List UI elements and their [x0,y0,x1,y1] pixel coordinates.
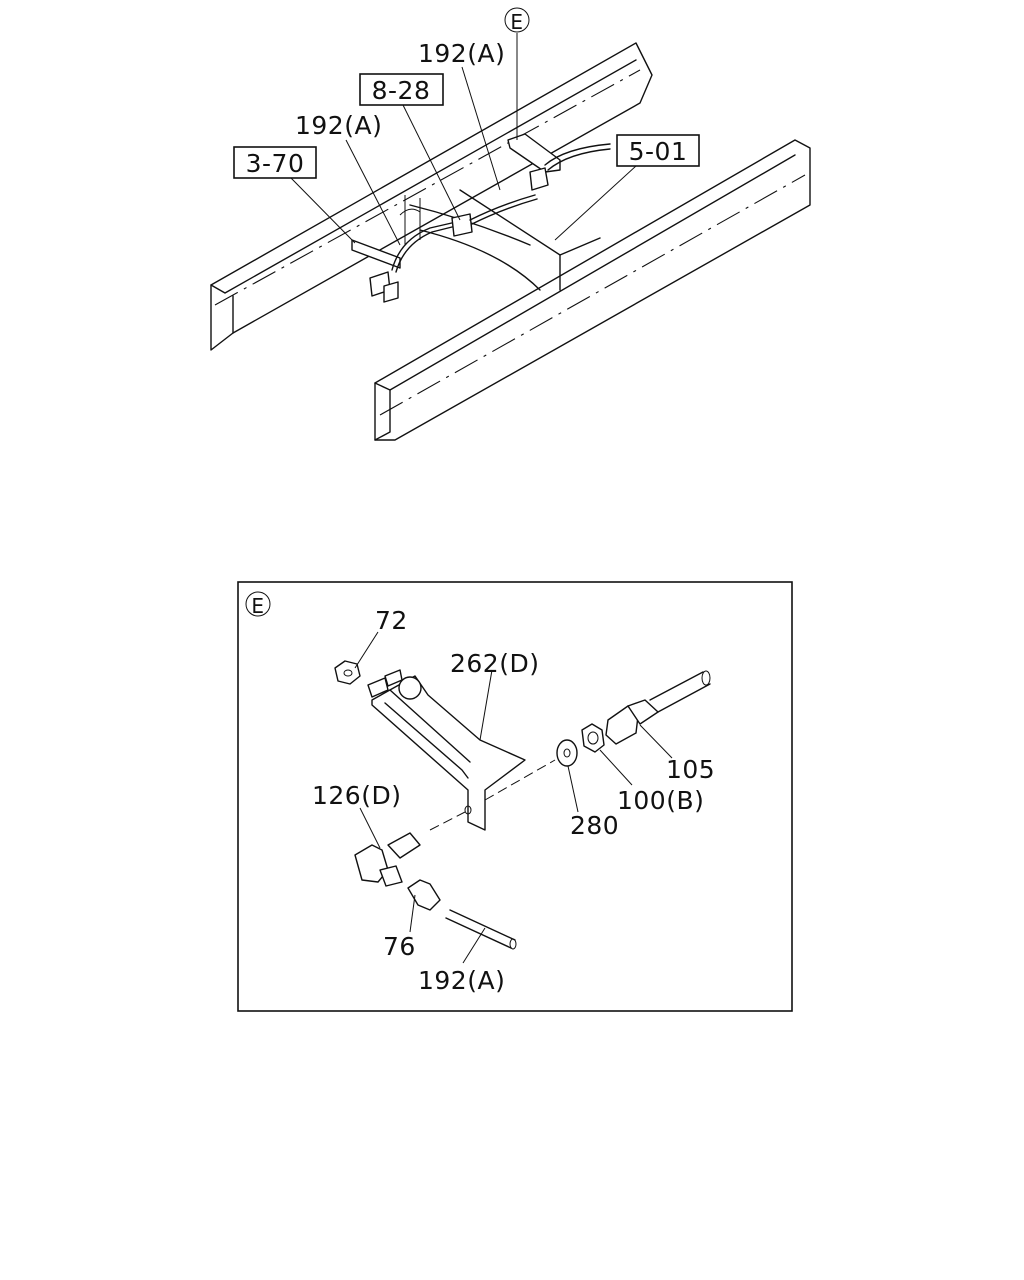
detail-frame [237,581,793,1012]
ref-box-5-01: 5-01 [616,134,700,167]
ref-box-3-70: 3-70 [233,146,317,179]
label-72: 72 [375,606,408,635]
top-leader-lines [290,33,637,246]
label-76: 76 [383,932,416,961]
label-105: 105 [666,755,715,784]
label-192a-top-left: 192(A) [295,111,382,140]
detail-leader-lines [354,631,673,964]
label-126d: 126(D) [312,781,401,810]
detail-parts [334,660,711,950]
brake-pipe-assembly [351,133,611,303]
callout-e-top: E [504,7,530,34]
ref-5-01-text: 5-01 [629,137,688,166]
ref-8-28-text: 8-28 [372,76,431,105]
ref-3-70-text: 3-70 [246,149,305,178]
label-192a-detail: 192(A) [418,966,505,995]
label-262d: 262(D) [450,649,539,678]
label-192a-top-right: 192(A) [418,39,505,68]
callout-e-detail-label: E [251,594,264,618]
callout-e-detail: E [245,591,271,618]
callout-e-top-label: E [510,10,523,34]
chassis-frame-illustration [210,42,811,441]
label-100b: 100(B) [617,786,704,815]
ref-box-8-28: 8-28 [359,73,444,106]
nut-72 [334,660,361,685]
label-280: 280 [570,811,619,840]
